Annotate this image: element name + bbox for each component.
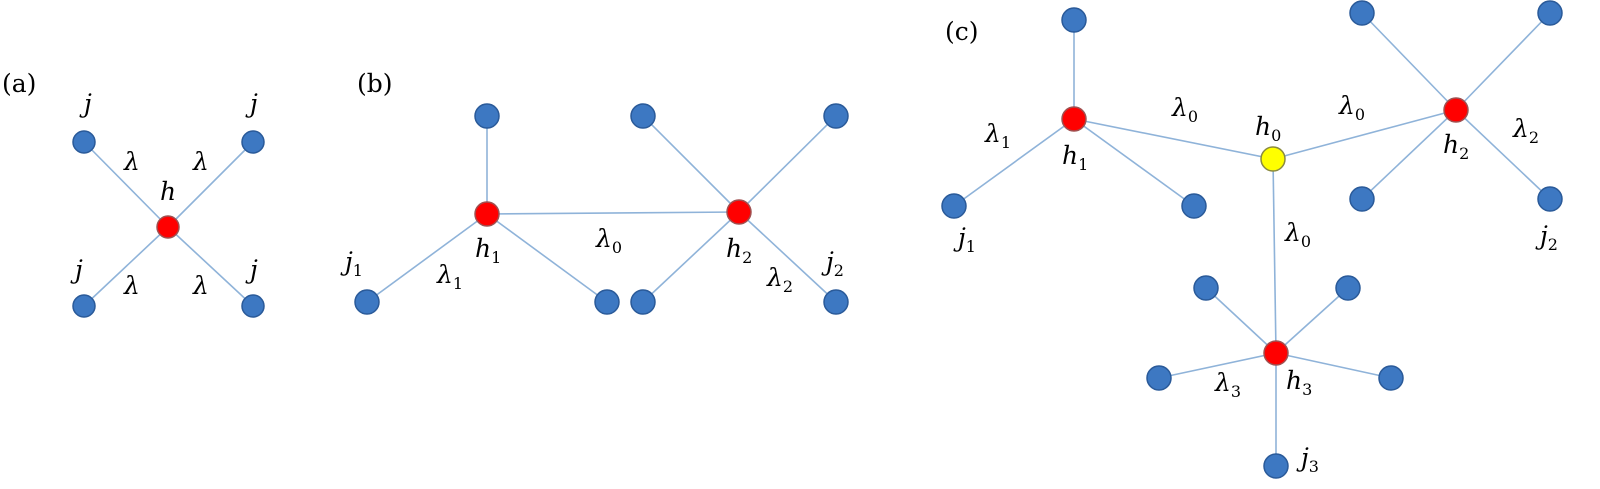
edge-b-6 — [642, 211, 740, 303]
label-c-h1: h1 — [1062, 141, 1088, 174]
node-c-leaf-9 — [1378, 365, 1404, 391]
label-c-j1: j1 — [953, 223, 976, 256]
panel-a-label: (a) — [2, 69, 36, 98]
node-c-leaf-4 — [1537, 0, 1563, 26]
node-a-j-bottom-right — [241, 294, 265, 318]
label-a-j-2: j — [245, 89, 258, 118]
node-b-leaf-1 — [474, 103, 500, 129]
label-a-lambda-3: λ — [123, 271, 140, 300]
edge-c-10 — [1158, 352, 1277, 379]
node-b-h2 — [726, 199, 752, 225]
panel-b-label: (b) — [357, 69, 393, 98]
label-b-j2: j2 — [821, 247, 844, 280]
label-a-lambda-1: λ — [123, 147, 140, 176]
label-a-j-3: j — [70, 255, 83, 284]
label-a-lambda-2: λ — [192, 147, 209, 176]
edge-c-8 — [1205, 287, 1277, 354]
edge-b-5 — [738, 115, 837, 213]
label-c-h2: h2 — [1443, 130, 1469, 163]
label-b-j1: j1 — [340, 247, 363, 280]
label-b-lambda-1: λ1 — [436, 260, 463, 293]
node-b-leaf-2 — [594, 289, 620, 315]
label-c-lambda-0-down: λ0 — [1284, 218, 1311, 251]
node-c-h1 — [1061, 106, 1087, 132]
edge-a-2 — [167, 141, 254, 228]
node-a-h — [156, 215, 180, 239]
node-c-leaf-1 — [1061, 7, 1087, 33]
node-a-j-top-right — [241, 130, 265, 154]
node-c-h3 — [1263, 340, 1289, 366]
node-b-j2 — [823, 289, 849, 315]
label-c-h3: h3 — [1286, 366, 1312, 399]
edge-b-2 — [366, 213, 488, 303]
label-b-h1: h1 — [475, 234, 501, 267]
edge-c-4 — [1361, 12, 1457, 111]
node-a-j-bottom-left — [72, 294, 96, 318]
label-b-h2: h2 — [726, 234, 752, 267]
panel-c-label: (c) — [945, 17, 979, 46]
node-b-leaf-4 — [823, 103, 849, 129]
panel-c: (c) h1 — [941, 0, 1563, 479]
node-b-leaf-5 — [630, 289, 656, 315]
edge-c-h1-h0 — [1073, 118, 1274, 160]
label-c-lambda-0-right: λ0 — [1338, 91, 1365, 124]
label-b-lambda-0: λ0 — [595, 224, 622, 257]
node-a-j-top-left — [72, 130, 96, 154]
node-b-h1 — [474, 201, 500, 227]
node-b-leaf-3 — [630, 103, 656, 129]
node-b-j1 — [354, 289, 380, 315]
edge-c-5 — [1455, 12, 1551, 111]
panel-a: (a) j j j j h λ λ λ λ — [2, 69, 265, 318]
edge-c-3 — [1073, 118, 1195, 207]
node-c-leaf-5 — [1349, 186, 1375, 212]
edge-b-3 — [486, 213, 608, 303]
label-b-lambda-2: λ2 — [766, 263, 793, 296]
label-c-h0: h0 — [1255, 112, 1281, 145]
node-c-leaf-8 — [1146, 365, 1172, 391]
edge-b-4 — [642, 115, 740, 213]
label-a-h: h — [160, 177, 176, 206]
edge-c-6 — [1361, 109, 1457, 200]
label-a-j-1: j — [79, 89, 92, 118]
label-a-lambda-4: λ — [192, 271, 209, 300]
label-c-lambda-3: λ3 — [1214, 368, 1241, 401]
node-c-j3 — [1263, 453, 1289, 479]
node-c-leaf-3 — [1349, 0, 1375, 26]
edge-c-2 — [953, 118, 1075, 207]
node-c-leaf-6 — [1193, 275, 1219, 301]
label-a-j-4: j — [245, 255, 258, 284]
edge-a-1 — [83, 141, 169, 228]
edge-c-h0-h2 — [1272, 109, 1457, 160]
edge-b-7 — [738, 211, 837, 303]
label-c-lambda-0-left: λ0 — [1171, 93, 1198, 126]
node-c-leaf-7 — [1335, 275, 1361, 301]
edge-a-4 — [167, 226, 254, 307]
label-c-j3: j3 — [1296, 443, 1319, 476]
node-c-j2 — [1537, 186, 1563, 212]
label-c-j2: j2 — [1535, 221, 1558, 254]
edge-c-7 — [1455, 109, 1551, 200]
node-c-h2 — [1443, 97, 1469, 123]
node-c-leaf-2 — [1181, 193, 1207, 219]
label-c-lambda-2: λ2 — [1512, 114, 1539, 147]
node-c-h0 — [1260, 146, 1286, 172]
edge-b-h1-h2 — [486, 211, 740, 215]
node-c-j1 — [941, 193, 967, 219]
panel-b: (b) h1 h2 j1 j2 λ1 λ0 λ2 — [340, 69, 849, 315]
edge-c-h0-h3 — [1272, 158, 1277, 354]
edge-c-11 — [1275, 352, 1392, 379]
edge-c-9 — [1275, 287, 1349, 354]
edge-a-3 — [83, 226, 169, 307]
label-c-lambda-1: λ1 — [984, 119, 1011, 152]
